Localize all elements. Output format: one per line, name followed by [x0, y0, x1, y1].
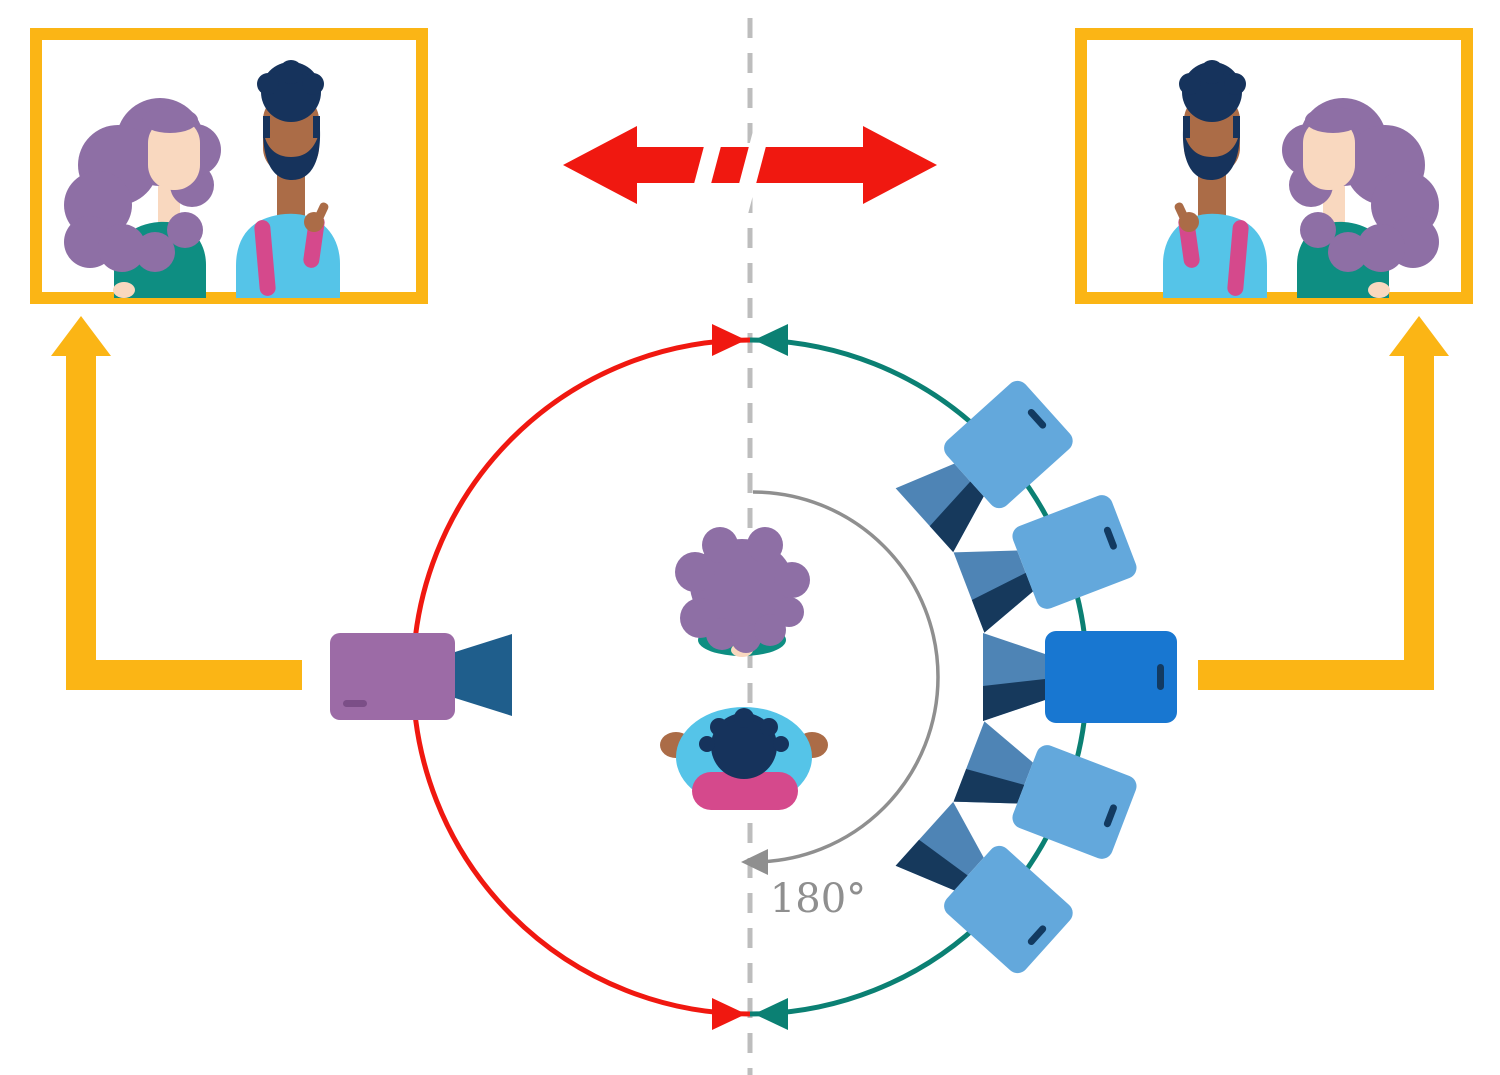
camera-left-purple-icon [330, 633, 512, 720]
camera-right-main-icon [983, 631, 1177, 723]
cut-direction-arrow [563, 116, 937, 214]
camera-body [330, 633, 455, 720]
angle-arc-180: 180° [741, 490, 940, 922]
red-arrowhead-bottom [712, 998, 746, 1030]
camera-detail-dash [1157, 664, 1164, 690]
angle-label: 180° [770, 876, 866, 922]
teal-arrowhead-bottom [754, 998, 788, 1030]
angle-arrowhead [741, 849, 768, 875]
arrow-break-slash-1 [686, 116, 729, 214]
arrow-break-slash-2 [731, 116, 774, 214]
shot-frame-left [36, 34, 422, 300]
teal-arrowhead-top [754, 324, 788, 356]
connector-left-arrowhead [51, 316, 111, 356]
shot-frame-right-mirrored [1081, 34, 1467, 300]
camera-body [1045, 631, 1177, 723]
connector-right-arrowhead [1389, 316, 1449, 356]
overhead-woman-figure [675, 527, 810, 657]
camera-detail-dash [343, 700, 367, 707]
connector-arrow-left [51, 316, 302, 690]
overhead-man-straps [692, 772, 798, 810]
overhead-man-head [699, 708, 789, 779]
camera-lens-cone-shadow [983, 679, 1045, 721]
camera-lens-cone [455, 634, 512, 716]
connector-arrow-right [1198, 316, 1449, 690]
cameras-right-group [894, 376, 1177, 978]
overhead-man-figure [660, 707, 828, 810]
overhead-woman-hair [675, 527, 810, 653]
red-arrowhead-top [712, 324, 746, 356]
